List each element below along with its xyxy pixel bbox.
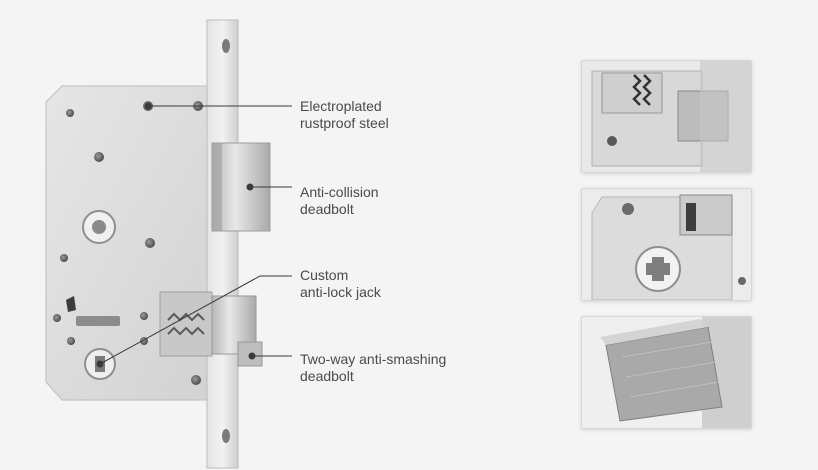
thumbnail-cylinder-closeup [581, 188, 752, 301]
callout-line-1: Two-way anti-smashing [300, 351, 447, 367]
callout-lines [96, 102, 292, 368]
screw [140, 312, 148, 320]
faceplate-hole-bottom [222, 429, 230, 443]
screw [67, 337, 75, 345]
cylinder-hole-upper [82, 210, 116, 244]
latch-spring-closeup-icon [582, 61, 751, 172]
callout-anti-lock-jack: Custom anti-lock jack [300, 267, 381, 301]
leader-line-anti-lock-jack [99, 275, 292, 365]
callout-line-2: anti-lock jack [300, 284, 381, 300]
latch-spring [167, 312, 205, 322]
thumbnail-deadbolt-closeup [581, 316, 752, 429]
screw [60, 254, 68, 262]
screw [66, 109, 74, 117]
deadbolt-closeup-icon [582, 317, 751, 428]
mortise-lock-illustration [45, 19, 292, 469]
callout-two-way-deadbolt: Two-way anti-smashing deadbolt [300, 351, 446, 385]
callout-electroplated: Electroplated rustproof steel [300, 98, 389, 132]
callout-line-2: deadbolt [300, 201, 354, 217]
faceplate-hole-top [222, 39, 230, 53]
screw [94, 152, 104, 162]
faceplate [206, 19, 239, 469]
screws [53, 101, 203, 385]
thumbnail-latch-closeup [581, 60, 752, 173]
screw [191, 375, 201, 385]
cylinder-hole-closeup-icon [582, 189, 751, 300]
lever-slot [66, 296, 120, 326]
screw [145, 238, 155, 248]
callout-anti-collision: Anti-collision deadbolt [300, 184, 379, 218]
callout-line-2: rustproof steel [300, 115, 389, 131]
callout-line-1: Anti-collision [300, 184, 379, 200]
screw [53, 314, 61, 322]
callout-line-2: deadbolt [300, 368, 354, 384]
callout-line-1: Custom [300, 267, 349, 283]
callout-line-1: Electroplated [300, 98, 382, 114]
